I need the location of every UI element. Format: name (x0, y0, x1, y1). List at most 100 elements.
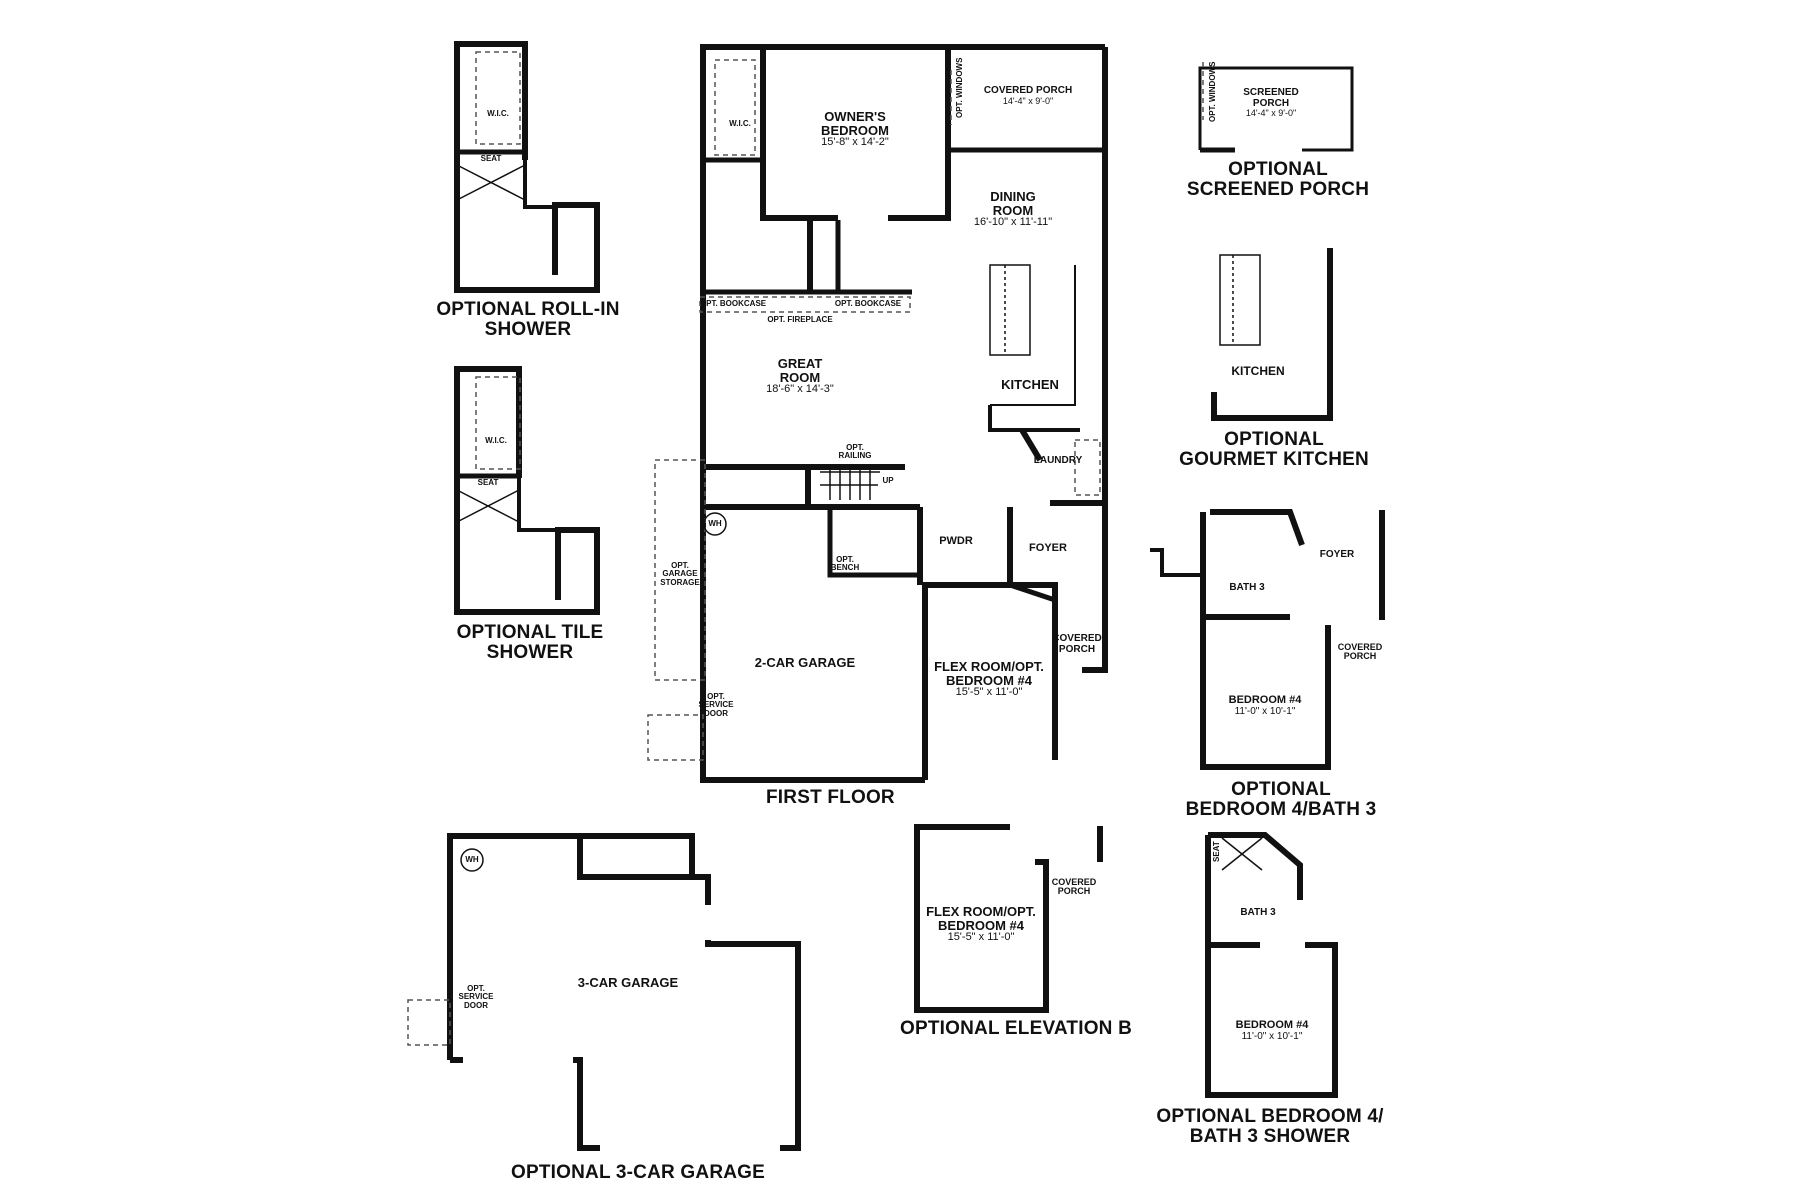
tile-title-2: SHOWER (486, 641, 574, 663)
bed4-shower-title-1: OPTIONAL BEDROOM 4/ (1156, 1106, 1384, 1127)
flex-room-name-1: FLEX ROOM/OPT. (934, 659, 1044, 674)
screened-porch-name-1: SCREENED (1243, 87, 1299, 98)
bed4-shower-bedroom-dim: 11'-0" x 10'-1" (1241, 1030, 1303, 1042)
bed4-bath3-title-1: OPTIONAL (1231, 779, 1331, 800)
first-floor-walls (700, 44, 1108, 783)
bed4-shower-bedroom-label: BEDROOM #4 11'-0" x 10'-1" (1235, 1019, 1309, 1042)
opt-windows-label: OPT. WINDOWS (955, 57, 964, 118)
elev-b-flex-1: FLEX ROOM/OPT. (926, 904, 1036, 919)
opt-service-door-2: SERVICE (698, 700, 734, 710)
bed4-bath3-porch-1: COVERED (1337, 642, 1383, 652)
roll-in-title-2: SHOWER (484, 318, 572, 340)
three-car-wh-label: WH (465, 855, 479, 864)
three-car-garage-walls (447, 833, 801, 1151)
gourmet-kitchen-label: KITCHEN (1231, 364, 1285, 378)
owners-bedroom-dim: 15'-8" x 14'-2" (821, 136, 889, 149)
elev-b-porch-1: COVERED (1051, 877, 1097, 887)
screened-porch-title: OPTIONAL SCREENED PORCH (1187, 160, 1369, 200)
opt-railing-1: OPT. (846, 443, 864, 452)
opt-bench-label: OPT. BENCH (831, 555, 859, 573)
roll-in-shower-title: OPTIONAL ROLL-IN SHOWER (436, 300, 619, 340)
gourmet-kitchen-title: OPTIONAL GOURMET KITCHEN (1179, 430, 1369, 470)
screened-porch-label: SCREENED PORCH 14'-4" x 9'-0" (1243, 87, 1299, 118)
bed4-bath3-bedroom-label: BEDROOM #4 11'-0" x 10'-1" (1228, 694, 1302, 717)
opt-garage-storage-3: STORAGE (660, 577, 700, 587)
gourmet-title-1: OPTIONAL (1224, 429, 1324, 450)
three-car-service-door-label: OPT. SERVICE DOOR (458, 984, 494, 1010)
opt-garage-storage-label: OPT. GARAGE STORAGE (660, 561, 700, 587)
dining-room-dim: 16'-10" x 11'-11" (973, 216, 1053, 229)
opt-bench-1: OPT. (836, 555, 854, 564)
opt-service-door-1: OPT. (707, 692, 725, 701)
elev-b-flex-dim: 15'-5" x 11'-0" (947, 931, 1015, 944)
bed4-bath3-title-2: BEDROOM 4/BATH 3 (1185, 798, 1377, 820)
bed4-bath3-bedroom-name: BEDROOM #4 (1228, 694, 1302, 706)
screened-title-1: OPTIONAL (1228, 159, 1328, 180)
bed4-shower-bedroom-name: BEDROOM #4 (1235, 1019, 1309, 1031)
screened-porch-walls (1198, 66, 1354, 153)
bed4-bath3-porch-2: PORCH (1343, 651, 1377, 662)
dining-room-label: DINING ROOM 16'-10" x 11'-11" (974, 190, 1052, 229)
tile-wic-label: W.I.C. (485, 436, 507, 445)
opt-service-door-3: DOOR (703, 708, 728, 718)
elev-b-porch-2: PORCH (1057, 886, 1091, 897)
opt-railing-2: RAILING (838, 451, 872, 461)
screened-opt-windows-label: OPT. WINDOWS (1208, 61, 1217, 122)
opt-service-door-label: OPT. SERVICE DOOR (698, 692, 734, 718)
covered-porch-front-label: COVERED PORCH (1052, 633, 1101, 655)
flex-room-label: FLEX ROOM/OPT. BEDROOM #4 15'-5" x 11'-0… (934, 660, 1044, 699)
laundry-label: LAUNDRY (1033, 455, 1083, 466)
roll-in-shower-walls (454, 41, 600, 293)
tile-shower-title: OPTIONAL TILE SHOWER (457, 623, 604, 663)
bed4-shower-title: OPTIONAL BEDROOM 4/ BATH 3 SHOWER (1156, 1107, 1383, 1147)
bed4-shower-seat-label: SEAT (1212, 841, 1221, 862)
elevation-b-walls (914, 824, 1103, 1013)
three-car-door-1: OPT. (467, 984, 485, 993)
covered-porch-front-2: PORCH (1058, 643, 1096, 655)
first-floor-title: FIRST FLOOR (766, 787, 895, 808)
great-room-label: GREAT ROOM 18'-6" x 14'-3" (766, 357, 834, 396)
dining-room-name-2: ROOM (992, 202, 1034, 218)
bed4-shower-title-2: BATH 3 SHOWER (1189, 1125, 1351, 1147)
bed4-bath3-bath-label: BATH 3 (1229, 582, 1265, 593)
bed4-bath3-title: OPTIONAL BEDROOM 4/BATH 3 (1186, 780, 1377, 820)
covered-porch-top-dim: 14'-4" x 9'-0" (1002, 95, 1054, 106)
foyer-label: FOYER (1029, 542, 1067, 554)
screened-porch-dim: 14'-4" x 9'-0" (1245, 108, 1297, 118)
owners-bedroom-name-1: OWNER'S (824, 109, 886, 124)
opt-garage-storage-2: GARAGE (662, 569, 698, 579)
great-room-dim: 18'-6" x 14'-3" (766, 383, 834, 396)
tile-seat-label: SEAT (477, 478, 499, 487)
gourmet-title-2: GOURMET KITCHEN (1179, 448, 1369, 470)
two-car-garage-label: 2-CAR GARAGE (754, 655, 856, 670)
three-car-door-2: SERVICE (458, 992, 494, 1002)
opt-railing-label: OPT. RAILING (838, 443, 872, 461)
bed4-bath3-shower-walls (1205, 832, 1338, 1098)
bed4-bath3-foyer-label: FOYER (1319, 549, 1355, 560)
roll-in-title-1: OPTIONAL ROLL-IN (436, 299, 620, 320)
opt-bookcase-left-label: OPT. BOOKCASE (699, 299, 767, 308)
tile-shower-walls (454, 366, 600, 615)
opt-garage-storage-1: OPT. (671, 561, 689, 570)
flex-room-name-2: BEDROOM #4 (946, 672, 1032, 688)
great-room-name-1: GREAT (777, 356, 823, 371)
screened-porch-name-2: PORCH (1252, 97, 1290, 109)
bed4-bath3-bedroom-dim: 11'-0" x 10'-1" (1234, 705, 1296, 717)
roll-in-wic-label: W.I.C. (487, 109, 509, 118)
roll-in-seat-label: SEAT (480, 154, 502, 163)
tile-title-1: OPTIONAL TILE (456, 622, 604, 643)
bed4-bath3-walls (1150, 509, 1385, 770)
three-car-garage-label: 3-CAR GARAGE (577, 975, 679, 990)
elev-b-flex-2: BEDROOM #4 (938, 917, 1024, 933)
elev-b-porch-label: COVERED PORCH (1051, 877, 1097, 897)
bed4-bath3-porch-label: COVERED PORCH (1337, 642, 1383, 662)
three-car-door-3: DOOR (463, 1000, 488, 1010)
owners-bedroom-label: OWNER'S BEDROOM 15'-8" x 14'-2" (821, 110, 889, 149)
water-heater-label: WH (708, 519, 722, 528)
stairs-up-label: UP (882, 476, 894, 485)
opt-fireplace-label: OPT. FIREPLACE (767, 315, 833, 324)
elevation-b-title: OPTIONAL ELEVATION B (899, 1018, 1133, 1039)
elev-b-flex-label: FLEX ROOM/OPT. BEDROOM #4 15'-5" x 11'-0… (926, 905, 1036, 944)
kitchen-label: KITCHEN (1001, 377, 1059, 392)
pwdr-label: PWDR (939, 535, 973, 547)
